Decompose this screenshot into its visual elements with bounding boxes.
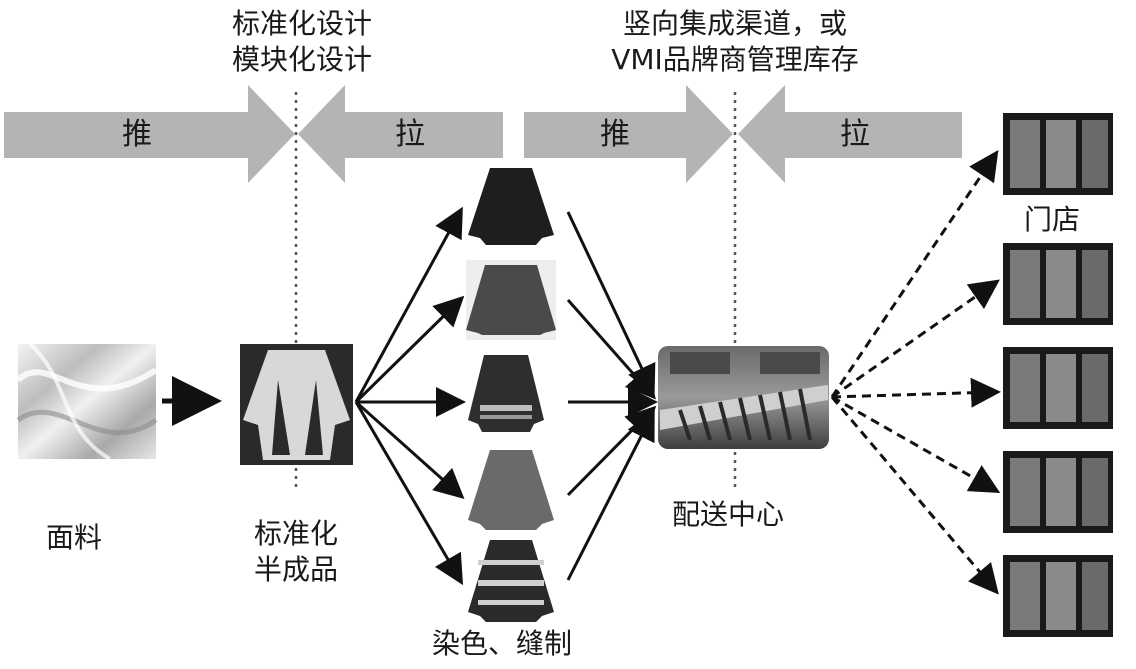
design-label: 标准化设计 模块化设计 (212, 6, 392, 78)
channel-label-line2: VMI品牌商管理库存 (611, 43, 859, 76)
push-band-1 (4, 85, 295, 183)
pull-band-2 (738, 85, 962, 183)
pull-label-2: 拉 (840, 117, 870, 152)
dyed-sweater-2 (466, 260, 556, 340)
push-label-1: 推 (122, 117, 152, 152)
distribution-center-image (658, 346, 829, 449)
dyed-sweater-1 (466, 163, 556, 251)
semi-finished-image (240, 344, 353, 465)
stores-label: 门店 (1024, 203, 1081, 236)
dyed-sweater-4 (466, 445, 556, 533)
store-image-5 (1003, 555, 1113, 637)
semi-to-dyed-arrows (354, 206, 466, 586)
semi-finished-label: 标准化 半成品 (236, 516, 356, 588)
push-label-2: 推 (600, 117, 630, 152)
pull-label-1: 拉 (395, 117, 425, 152)
semi-finished-label-line2: 半成品 (253, 553, 338, 586)
dyeing-sewing-label: 染色、缝制 (432, 627, 573, 660)
fabric-label: 面料 (46, 521, 103, 554)
dyed-sweater-3 (466, 350, 546, 435)
channel-label: 竖向集成渠道，或 VMI品牌商管理库存 (585, 6, 885, 78)
design-label-line2: 模块化设计 (231, 43, 372, 76)
fabric-image (15, 342, 158, 461)
store-image-3 (1003, 347, 1113, 429)
design-label-line1: 标准化设计 (231, 7, 372, 40)
dyed-to-dc-arrows (566, 211, 658, 581)
store-image-4 (1003, 451, 1113, 533)
dyed-sweater-5 (466, 537, 556, 625)
pull-band-1 (298, 85, 503, 183)
channel-label-line1: 竖向集成渠道，或 (622, 7, 847, 40)
semi-finished-label-line1: 标准化 (253, 517, 338, 550)
push-pull-bands (4, 85, 962, 183)
store-image-2 (1003, 243, 1113, 325)
distribution-center-label: 配送中心 (672, 498, 785, 531)
store-image-1 (1003, 113, 1113, 195)
store-images (1003, 113, 1113, 637)
dc-to-store-arrows (830, 150, 1001, 595)
push-band-2 (524, 85, 733, 183)
